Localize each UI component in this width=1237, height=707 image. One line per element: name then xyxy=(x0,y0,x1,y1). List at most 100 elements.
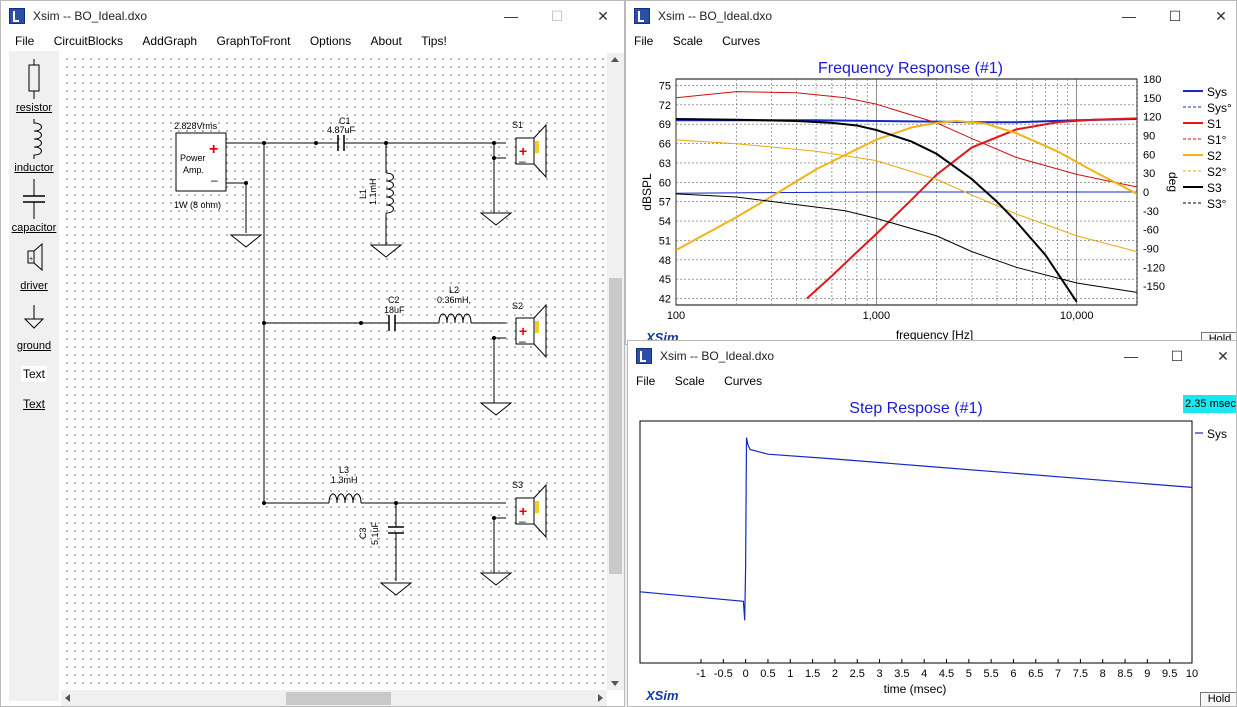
freq-series-line-6 xyxy=(676,139,1137,253)
menu-tips[interactable]: Tips! xyxy=(421,34,447,48)
step-xtick-label: 7.5 xyxy=(1073,668,1088,680)
freq-legend-label[interactable]: S2° xyxy=(1207,165,1227,179)
freq-menu-scale[interactable]: Scale xyxy=(672,34,703,48)
freq-menu-curves[interactable]: Curves xyxy=(722,34,761,48)
step-xtick-label: 2.5 xyxy=(850,668,865,680)
freq-ytick-label: 69 xyxy=(659,119,671,131)
menu-about[interactable]: About xyxy=(370,34,402,48)
freq-minimize-button[interactable]: — xyxy=(1122,8,1136,24)
freq-legend-label[interactable]: Sys° xyxy=(1207,101,1232,115)
amp-minus: – xyxy=(211,173,218,187)
speaker-s2[interactable]: + – xyxy=(515,303,547,359)
schematic-canvas[interactable]: + – + – + – 2.828Vrms Power xyxy=(61,53,607,690)
speaker-s1[interactable]: + – xyxy=(515,123,547,179)
step-xtick-label: 9 xyxy=(1144,668,1150,680)
tool-resistor[interactable]: resistor xyxy=(9,59,59,114)
step-xtick-label: 3.5 xyxy=(894,668,909,680)
step-xtick-label: 6.5 xyxy=(1028,668,1043,680)
freq-legend-label[interactable]: Sys xyxy=(1207,85,1227,99)
power-amp[interactable] xyxy=(175,132,227,192)
freq-maximize-button[interactable]: ☐ xyxy=(1168,7,1182,24)
minimize-button[interactable]: — xyxy=(504,8,518,24)
tool-text-box[interactable]: Text xyxy=(9,366,59,382)
freq-app-icon xyxy=(634,8,650,24)
step-maximize-button[interactable]: ☐ xyxy=(1170,347,1184,364)
step-xtick-label: 1.5 xyxy=(805,668,820,680)
svg-text:+: + xyxy=(519,143,527,159)
step-xtick-label: -1 xyxy=(696,668,706,680)
schematic-diagram: + – + – + – 2.828Vrms Power xyxy=(174,116,547,596)
freq-legend-label[interactable]: S1° xyxy=(1207,133,1227,147)
freq-ytick-label: 48 xyxy=(659,255,671,267)
menu-file[interactable]: File xyxy=(15,34,35,48)
freq-series-line-2 xyxy=(676,191,1137,194)
tool-text-link[interactable]: Text xyxy=(9,397,59,411)
step-legend-label[interactable]: Sys xyxy=(1207,427,1227,441)
freq-chart-title: Frequency Response (#1) xyxy=(818,60,1003,77)
menu-graphtofront[interactable]: GraphToFront xyxy=(216,34,291,48)
step-menu-curves[interactable]: Curves xyxy=(724,374,763,388)
svg-text:+: + xyxy=(29,256,33,263)
ground-icon xyxy=(23,305,45,329)
scroll-thumb-vertical[interactable] xyxy=(609,278,622,574)
freq-y2tick-label: 90 xyxy=(1143,131,1155,143)
step-menu-file[interactable]: File xyxy=(636,374,656,388)
driver-icon: + xyxy=(27,242,43,272)
scroll-thumb-horizontal[interactable] xyxy=(286,692,391,705)
menu-circuitblocks[interactable]: CircuitBlocks xyxy=(53,34,124,48)
step-xtick-label: 3 xyxy=(876,668,882,680)
tool-inductor[interactable]: inductor xyxy=(9,119,59,174)
tool-capacitor[interactable]: capacitor xyxy=(9,179,59,234)
step-xsim-brand: XSim xyxy=(646,688,679,703)
freq-legend-label[interactable]: S3° xyxy=(1207,197,1227,211)
freq-legend-label[interactable]: S1 xyxy=(1207,117,1222,131)
vertical-scrollbar[interactable] xyxy=(607,53,624,690)
step-xtick-label: 5.5 xyxy=(983,668,998,680)
amp-label-1: Power xyxy=(180,153,206,163)
maximize-button[interactable]: ☐ xyxy=(550,7,564,24)
freq-y2tick-label: -30 xyxy=(1143,206,1159,218)
horizontal-scrollbar[interactable] xyxy=(61,690,607,706)
tool-ground[interactable]: ground xyxy=(9,301,59,352)
scroll-left-arrow[interactable] xyxy=(65,694,70,702)
c3-value: 5.1uF xyxy=(370,521,380,545)
menu-addgraph[interactable]: AddGraph xyxy=(142,34,198,48)
freq-menu-bar: File Scale Curves xyxy=(626,31,1236,51)
freq-legend-label[interactable]: S3 xyxy=(1207,181,1222,195)
l1-name: L1 xyxy=(358,189,368,199)
cursor-time-readout: 2.35 msec xyxy=(1183,395,1236,413)
l2-value: 0.36mH, xyxy=(437,295,471,305)
scroll-down-arrow[interactable] xyxy=(611,681,619,686)
step-xtick-label: 10 xyxy=(1186,668,1198,680)
title-bar: Xsim -- BO_Ideal.dxo — ☐ ✕ xyxy=(1,1,624,31)
l1-value: 1.1mH xyxy=(368,178,378,205)
freq-ytick-label: 51 xyxy=(659,235,671,247)
close-button[interactable]: ✕ xyxy=(597,7,609,24)
svg-text:–: – xyxy=(519,334,526,348)
step-xtick-label: 0.5 xyxy=(760,668,775,680)
scroll-up-arrow[interactable] xyxy=(611,57,619,62)
menu-options[interactable]: Options xyxy=(309,34,352,48)
step-hold-button[interactable]: Hold xyxy=(1200,692,1236,706)
freq-y-axis-label: dBSPL xyxy=(640,173,654,211)
freq-legend-label[interactable]: S2 xyxy=(1207,149,1222,163)
step-minimize-button[interactable]: — xyxy=(1124,348,1138,364)
freq-close-button[interactable]: ✕ xyxy=(1215,7,1227,24)
step-menu-scale[interactable]: Scale xyxy=(674,374,705,388)
step-xtick-label: 4 xyxy=(921,668,927,680)
svg-text:+: + xyxy=(519,323,527,339)
freq-y2tick-label: 180 xyxy=(1143,74,1161,86)
step-close-button[interactable]: ✕ xyxy=(1217,347,1229,364)
step-xtick-label: 8 xyxy=(1100,668,1106,680)
freq-menu-file[interactable]: File xyxy=(634,34,654,48)
freq-y2tick-label: -120 xyxy=(1143,262,1165,274)
tool-driver[interactable]: + driver xyxy=(9,241,59,292)
step-app-icon xyxy=(636,348,652,364)
step-window-title: Xsim -- BO_Ideal.dxo xyxy=(660,349,775,363)
freq-y2-axis-label: deg xyxy=(1166,172,1180,192)
frequency-response-chart[interactable]: 7572696663605754514845421801501209060300… xyxy=(626,51,1237,345)
speaker-s3[interactable]: + – xyxy=(515,483,547,539)
step-response-window: Xsim -- BO_Ideal.dxo — ☐ ✕ File Scale Cu… xyxy=(627,340,1237,707)
scroll-right-arrow[interactable] xyxy=(598,694,603,702)
